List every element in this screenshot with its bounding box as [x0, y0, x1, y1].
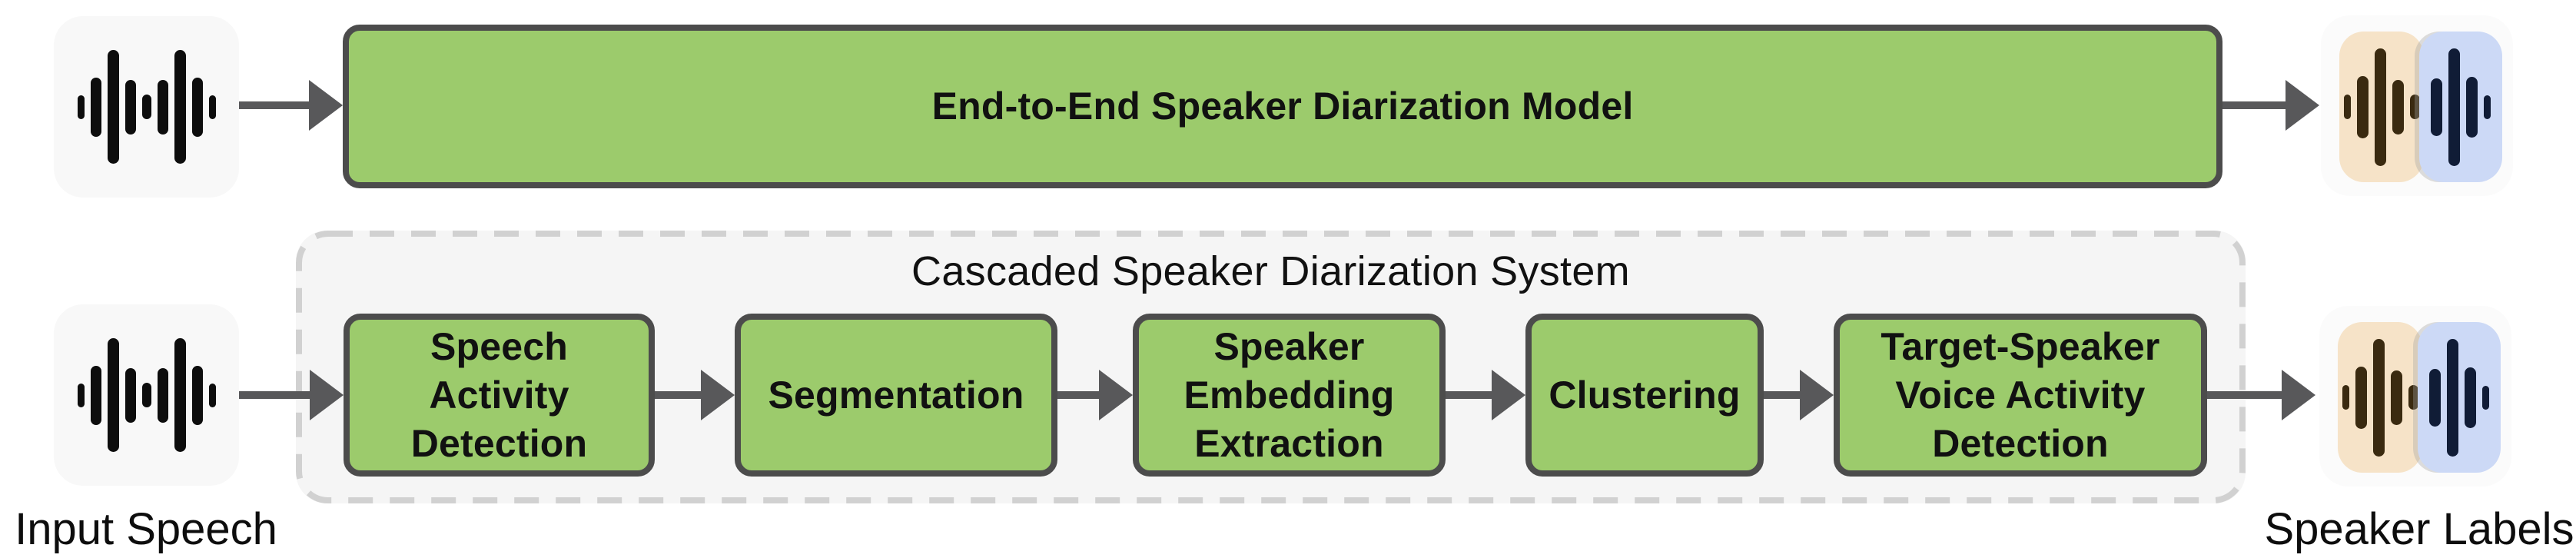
waveform-bar: [2408, 385, 2418, 410]
stage-label: Speech Activity Detection: [410, 324, 588, 465]
waveform-bar: [77, 95, 85, 119]
waveform-bar: [2356, 75, 2369, 138]
arrow-input-to-model: [239, 80, 343, 131]
arrow-head-icon: [310, 370, 344, 420]
arrow-head-icon: [1099, 370, 1133, 420]
waveform-bar: [141, 95, 151, 119]
input-speech-caption: Input Speech: [15, 504, 277, 554]
arrow-shaft: [1446, 391, 1492, 399]
waveform-bar: [2372, 338, 2385, 457]
stage-label: Segmentation: [768, 373, 1024, 417]
e2e-model-box: End-to-End Speaker Diarization Model: [343, 25, 2222, 188]
arrow-input-to-sad: [239, 370, 344, 420]
speaker-b-segment: [2418, 322, 2501, 473]
input-speech-waveform-icon-top: [54, 16, 239, 198]
waveform-bar: [2409, 95, 2420, 119]
waveform-bar: [2447, 338, 2458, 457]
waveform-bar: [191, 77, 203, 137]
arrow-shaft: [1057, 391, 1099, 399]
speaker-a-segment: [2338, 322, 2422, 473]
stage-box-speech-activity-detection: Speech Activity Detection: [344, 314, 655, 477]
stage-box-segmentation: Segmentation: [735, 314, 1057, 477]
waveform-bar: [174, 50, 186, 164]
arrow-head-icon: [309, 80, 343, 131]
waveform-bar: [208, 383, 216, 407]
speaker-b-segment: [2419, 32, 2502, 182]
arrow-shaft: [1764, 391, 1800, 399]
stage-box-target-speaker-vad: Target-Speaker Voice Activity Detection: [1834, 314, 2207, 477]
arrow-shaft: [239, 101, 309, 109]
waveform-bar: [2374, 48, 2386, 166]
waveform-bar: [107, 50, 119, 164]
stage-box-speaker-embedding-extraction: Speaker Embedding Extraction: [1133, 314, 1446, 477]
stage-label: Target-Speaker Voice Activity Detection: [1881, 324, 2160, 465]
cascade-title: Cascaded Speaker Diarization System: [911, 248, 1630, 294]
waveform-bar: [2429, 368, 2441, 427]
stage-label: Clustering: [1549, 373, 1741, 417]
arrow-shaft: [239, 391, 310, 399]
waveform-bar: [174, 338, 186, 452]
arrow-tsvad-to-output: [2207, 370, 2315, 420]
waveform-bar: [191, 365, 203, 425]
waveform-bar: [2448, 48, 2460, 166]
waveform-bar: [157, 79, 168, 135]
speaker-a-segment: [2339, 32, 2424, 182]
speaker-labels-icon-top: [2321, 15, 2513, 196]
input-speech-waveform-icon-bottom: [54, 304, 239, 486]
waveform-bar: [208, 95, 216, 119]
waveform-bar: [90, 77, 101, 137]
cascade-dashed-border: [296, 231, 2246, 503]
arrow-embedding-to-clustering: [1446, 370, 1525, 420]
waveform-bar: [77, 383, 85, 407]
waveform-bar: [2482, 385, 2489, 410]
waveform-bar: [2343, 95, 2351, 119]
stage-box-clustering: Clustering: [1525, 314, 1764, 477]
speaker-labels-caption: Speaker Labels: [2264, 504, 2574, 554]
waveform-bar: [2465, 367, 2476, 428]
waveform-bar: [2484, 95, 2491, 119]
waveform-bar: [141, 383, 151, 407]
waveform-bar: [2342, 385, 2349, 410]
arrow-head-icon: [1800, 370, 1834, 420]
arrow-shaft: [655, 391, 701, 399]
waveform-bar: [2466, 76, 2478, 138]
speaker-labels-icon-bottom: [2319, 306, 2511, 487]
waveform-bar: [2392, 79, 2404, 135]
e2e-model-label: End-to-End Speaker Diarization Model: [931, 85, 1634, 128]
arrow-head-icon: [2286, 80, 2319, 131]
arrow-shaft: [2207, 391, 2282, 399]
arrow-sad-to-segmentation: [655, 370, 735, 420]
arrow-head-icon: [701, 370, 735, 420]
waveform-bar: [107, 338, 119, 452]
arrow-head-icon: [2282, 370, 2315, 420]
waveform-bar: [2355, 366, 2367, 429]
stage-label: Speaker Embedding Extraction: [1183, 324, 1395, 465]
waveform-bar: [90, 365, 101, 425]
arrow-clustering-to-tsvad: [1764, 370, 1834, 420]
waveform-bar: [124, 79, 136, 135]
arrow-model-to-output: [2222, 80, 2319, 131]
arrow-shaft: [2222, 101, 2286, 109]
waveform-bar: [2390, 370, 2402, 425]
waveform-bar: [124, 367, 136, 423]
waveform-bar: [157, 367, 168, 423]
waveform-bar: [2431, 78, 2442, 136]
arrow-head-icon: [1492, 370, 1525, 420]
arrow-segmentation-to-embedding: [1057, 370, 1133, 420]
